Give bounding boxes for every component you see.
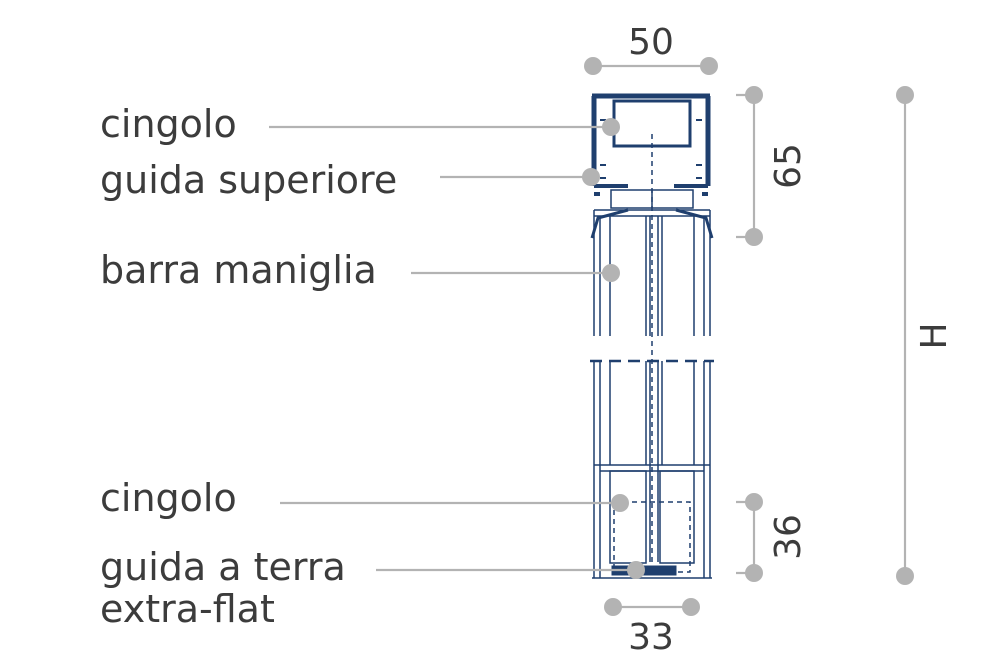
leader-dot [627, 561, 645, 579]
door-profile [590, 93, 714, 579]
dim-dot [745, 493, 763, 511]
dim-dot [682, 598, 700, 616]
bottom-block-left [609, 470, 647, 564]
dim-dot [896, 86, 914, 104]
label-cingolo-bottom: cingolo [100, 476, 237, 520]
dim-dot [896, 567, 914, 585]
label-extra-flat: extra-flat [100, 587, 275, 631]
dim-dot [584, 57, 602, 75]
top-rail-outline [591, 93, 711, 186]
leader-dot [602, 264, 620, 282]
label-guida-superiore: guida superiore [100, 158, 397, 202]
dim-dot [700, 57, 718, 75]
label-cingolo-top: cingolo [100, 102, 237, 146]
dim-dot [604, 598, 622, 616]
top-rail-flanges [594, 184, 708, 196]
dim-label-bottom-width: 33 [628, 617, 674, 658]
dim-dot [745, 564, 763, 582]
dim-dot [745, 228, 763, 246]
top-carriage [612, 99, 692, 148]
labels: cingolo guida superiore barra maniglia c… [100, 22, 955, 658]
leader-dot [602, 118, 620, 136]
panel-stiles-lower [593, 361, 711, 578]
dim-label-top-height: 65 [768, 143, 809, 189]
dim-dot [745, 86, 763, 104]
dim-label-bottom-height: 36 [768, 514, 809, 560]
label-barra-maniglia: barra maniglia [100, 248, 377, 292]
top-rail-fins [600, 119, 702, 179]
dim-label-total-height: H [914, 322, 955, 349]
bottom-block-right [659, 470, 695, 564]
leader-dot [582, 168, 600, 186]
dimensions [584, 57, 914, 616]
leader-dot [611, 494, 629, 512]
label-guida-a-terra: guida a terra [100, 545, 346, 589]
leaders [269, 118, 645, 579]
dim-label-top-width: 50 [628, 22, 674, 63]
